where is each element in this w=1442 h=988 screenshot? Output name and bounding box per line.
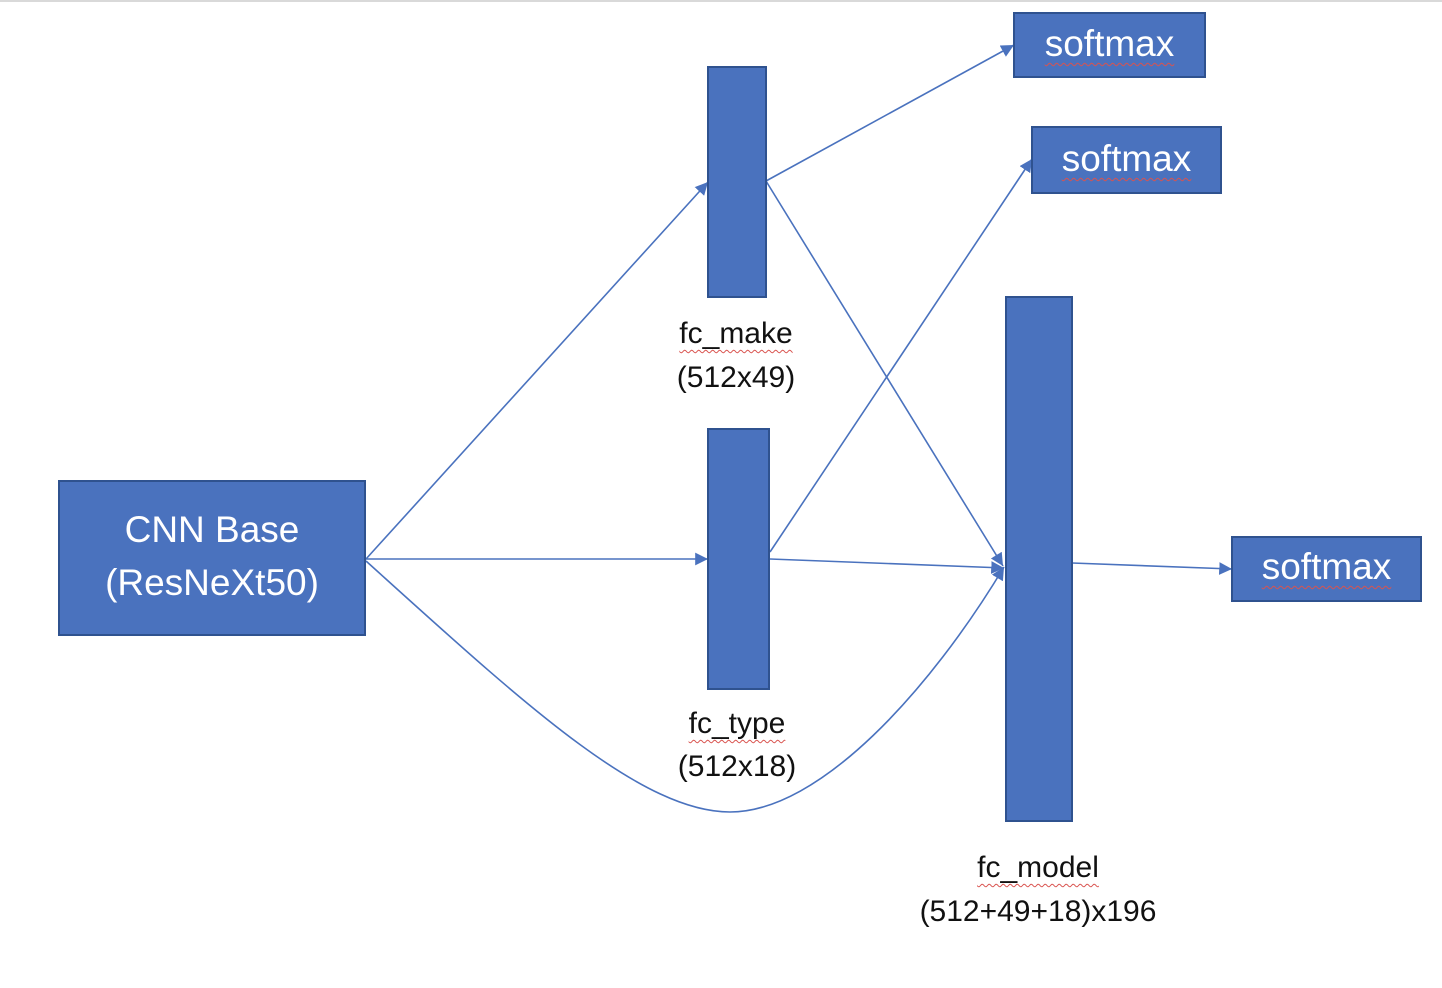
softmax-type-text: softmax <box>1061 138 1192 179</box>
softmax-make-label: softmax <box>1013 22 1206 66</box>
arrow-fc-make-to-fc-model <box>765 180 1004 567</box>
softmax-type-box <box>1031 126 1222 194</box>
softmax-make-box <box>1013 12 1206 78</box>
softmax-model-label: softmax <box>1231 545 1422 589</box>
arrow-fc-type-to-fc-model <box>769 558 1005 574</box>
fc-make-name-label: fc_make <box>636 312 836 356</box>
fc-type-layer <box>707 428 770 690</box>
softmax-make-text: softmax <box>1044 23 1175 64</box>
fc-make-dims-label: (512x49) <box>676 361 796 394</box>
softmax-model-box <box>1231 536 1422 602</box>
softmax-type-label: softmax <box>1031 137 1222 181</box>
fc-model-name: fc_model <box>977 851 1099 884</box>
softmax-model-text: softmax <box>1261 546 1392 587</box>
fc-model-layer <box>1005 296 1073 822</box>
arrow-cnn-to-fc-model-curve <box>365 560 1005 813</box>
fc-model-name-label: fc_model <box>898 846 1178 890</box>
fc-type-dims-label: (512x18) <box>677 750 797 783</box>
arrow-fc-make-to-softmax <box>765 44 1015 182</box>
fc-type-name-label: fc_type <box>637 702 837 746</box>
fc-make-layer <box>707 66 767 298</box>
cnn-base-box <box>58 480 366 636</box>
top-border <box>0 0 1442 2</box>
arrow-fc-model-to-softmax <box>1071 562 1233 575</box>
cnn-base-title: CNN Base <box>124 509 300 550</box>
arrow-fc-type-to-softmax <box>769 158 1033 553</box>
cnn-base-subtitle: (ResNeXt50) <box>105 562 319 603</box>
fc-make-name: fc_make <box>679 317 793 350</box>
fc-type-name: fc_type <box>688 707 786 740</box>
fc-model-dims-label: (512+49+18)x196 <box>919 895 1157 928</box>
arrow-cnn-to-fc-make <box>365 181 709 560</box>
